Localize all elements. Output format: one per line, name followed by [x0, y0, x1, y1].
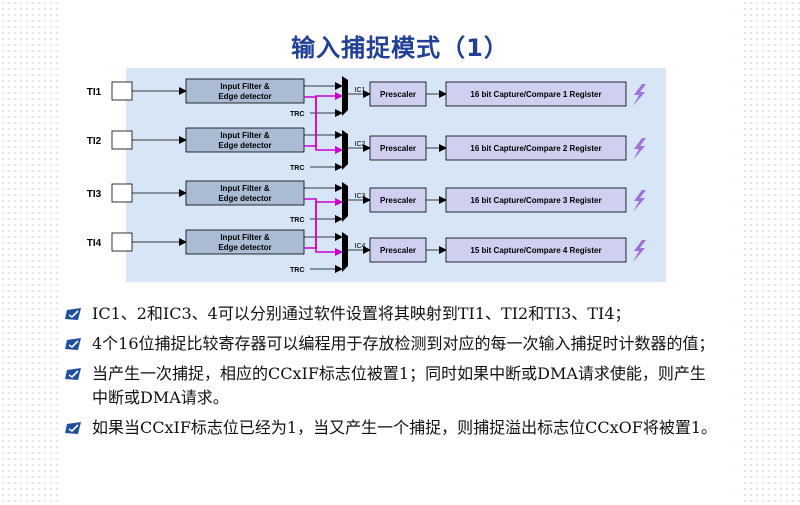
bullet-item: 如果当CCxIF标志位已经为1，当又产生一个捕捉，则捕捉溢出标志位CCxOF将被… [60, 416, 720, 440]
prescaler-label: Prescaler [380, 144, 416, 153]
ic-label: IC3 [355, 193, 366, 200]
mux-shape [342, 232, 348, 272]
prescaler-box [369, 81, 427, 107]
bullet-text: 当产生一次捕捉，相应的CCxIF标志位被置1；同时如果中断或DMA请求使能，则产… [92, 364, 706, 407]
input-label: TI2 [87, 136, 102, 147]
register-label: 16 bit Capture/Compare 3 Register [470, 196, 601, 205]
register-box [445, 187, 627, 213]
check-box-icon [65, 338, 81, 350]
right-dot-pattern [742, 0, 800, 505]
input-pin-box [111, 232, 133, 252]
mux-shape [342, 182, 348, 222]
prescaler-box [369, 187, 427, 213]
trc-label: TRC [290, 165, 304, 172]
bullet-item: IC1、2和IC3、4可以分别通过软件设置将其映射到TI1、TI2和TI3、TI… [60, 302, 720, 326]
bullet-text: IC1、2和IC3、4可以分别通过软件设置将其映射到TI1、TI2和TI3、TI… [92, 304, 631, 323]
prescaler-box [369, 237, 427, 263]
prescaler-label: Prescaler [380, 196, 416, 205]
bullet-item: 4个16位捕捉比较寄存器可以编程用于存放检测到对应的每一次输入捕捉时计数器的值； [60, 332, 720, 356]
register-box [445, 135, 627, 161]
register-label: 15 bit Capture/Compare 4 Register [470, 246, 601, 255]
cross-channel-arrow [304, 198, 343, 249]
mux-shape [342, 76, 348, 116]
register-box [445, 237, 627, 263]
ic-label: IC4 [355, 243, 366, 250]
filter-label: Input Filter & [220, 131, 270, 140]
input-label: TI4 [87, 238, 102, 249]
prescaler-box [369, 135, 427, 161]
left-dot-pattern [0, 0, 58, 505]
trc-label: TRC [290, 267, 304, 274]
filter-box [185, 180, 305, 206]
filter-label: Edge detector [218, 243, 271, 252]
filter-box [185, 229, 305, 255]
bullet-text: 4个16位捕捉比较寄存器可以编程用于存放检测到对应的每一次输入捕捉时计数器的值； [92, 334, 715, 353]
filter-label: Input Filter & [220, 184, 270, 193]
lightning-bolt-icon [633, 190, 646, 212]
filter-label: Edge detector [218, 194, 271, 203]
ic-label: IC2 [355, 141, 366, 148]
filter-label: Input Filter & [220, 233, 270, 242]
filter-label: Input Filter & [220, 82, 270, 91]
check-box-icon [65, 308, 81, 320]
check-box-icon [65, 422, 81, 434]
lightning-bolt-icon [633, 138, 646, 160]
prescaler-label: Prescaler [380, 90, 416, 99]
cross-channel-arrow [304, 92, 343, 147]
bullet-item: 当产生一次捕捉，相应的CCxIF标志位被置1；同时如果中断或DMA请求使能，则产… [60, 362, 720, 410]
input-label: TI3 [87, 189, 102, 200]
register-label: 16 bit Capture/Compare 1 Register [470, 90, 601, 99]
check-box-icon [65, 368, 81, 380]
filter-label: Edge detector [218, 141, 271, 150]
register-box [445, 81, 627, 107]
input-pin-box [111, 81, 133, 101]
trc-label: TRC [290, 217, 304, 224]
slide-title: 输入捕捉模式（1） [291, 34, 509, 62]
register-label: 16 bit Capture/Compare 2 Register [470, 144, 601, 153]
trc-label: TRC [290, 111, 304, 118]
bullet-list: IC1、2和IC3、4可以分别通过软件设置将其映射到TI1、TI2和TI3、TI… [60, 302, 720, 446]
filter-box [185, 127, 305, 153]
lightning-bolt-icon [633, 84, 646, 106]
lightning-bolt-icon [633, 240, 646, 262]
input-pin-box [111, 130, 133, 150]
prescaler-label: Prescaler [380, 246, 416, 255]
filter-box [185, 78, 305, 104]
bullet-text: 如果当CCxIF标志位已经为1，当又产生一个捕捉，则捕捉溢出标志位CCxOF将被… [92, 418, 718, 437]
filter-label: Edge detector [218, 92, 271, 101]
input-label: TI1 [87, 87, 102, 98]
ic-label: IC1 [355, 87, 366, 94]
input-pin-box [111, 183, 133, 203]
mux-shape [342, 130, 348, 170]
